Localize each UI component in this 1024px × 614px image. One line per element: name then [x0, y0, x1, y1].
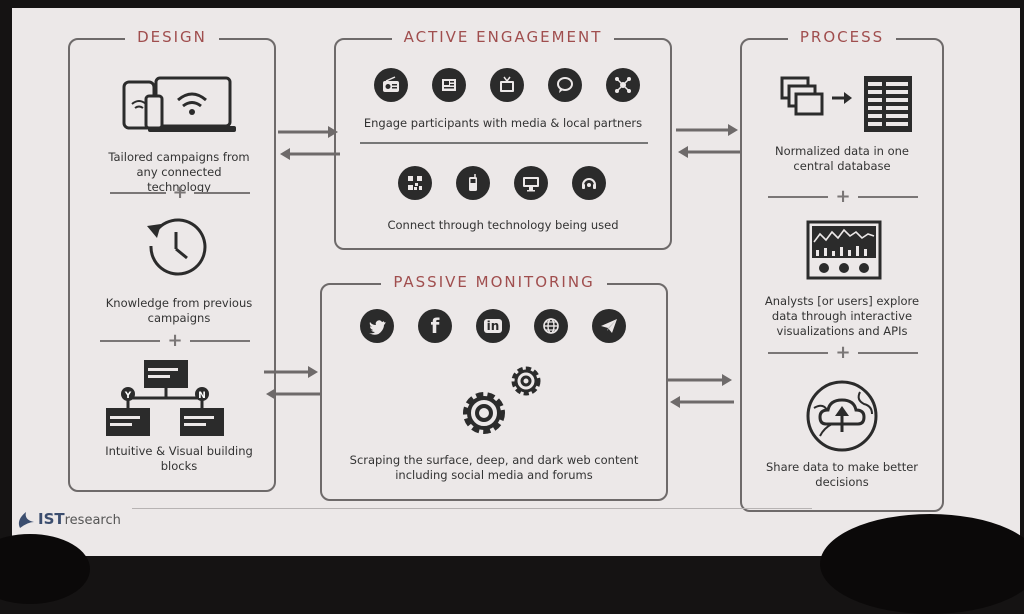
design-caption-knowledge: Knowledge from previous campaigns [105, 296, 253, 325]
twitter-icon [360, 309, 394, 343]
yes-label: Y [124, 391, 132, 401]
process-title: PROCESS [787, 28, 897, 46]
brand-logo: ISTresearch [16, 510, 121, 530]
facebook-icon: f [418, 309, 452, 343]
separator-plus: + [768, 186, 918, 207]
process-caption-share: Share data to make better decisions [765, 460, 919, 489]
building-blocks-icon: Y N [106, 360, 224, 436]
headset-icon [572, 166, 606, 200]
design-caption-blocks: Intuitive & Visual building blocks [105, 444, 253, 473]
tv-icon [490, 68, 524, 102]
qr-code-icon [398, 166, 432, 200]
process-caption-database: Normalized data in one central database [775, 144, 909, 173]
phone-icon [456, 166, 490, 200]
globe-icon [534, 309, 568, 343]
newspaper-icon [432, 68, 466, 102]
separator-plus: + [100, 330, 250, 351]
design-panel: DESIGN Tailored campaigns from any conne… [68, 28, 276, 492]
monitor-icon [514, 166, 548, 200]
audience-head-right [820, 514, 1024, 614]
network-icon [606, 68, 640, 102]
passive-monitoring-title: PASSIVE MONITORING [381, 273, 607, 291]
divider-line [360, 142, 648, 144]
linkedin-label: in [483, 319, 503, 333]
arrows-design-active [278, 126, 340, 160]
facebook-label: f [430, 314, 440, 338]
telegram-icon [592, 309, 626, 343]
separator-plus: + [768, 342, 918, 363]
connected-devices-icon [122, 76, 236, 132]
arrows-active-process [676, 124, 740, 158]
process-caption-analysts: Analysts [or users] explore data through… [764, 294, 920, 338]
cloud-upload-globe-icon [806, 380, 878, 452]
brand-suffix: research [64, 513, 121, 528]
linkedin-icon: in [476, 309, 510, 343]
brand-prefix: IST [38, 510, 65, 528]
process-panel: PROCESS Normalized data in one central d… [740, 28, 944, 512]
history-clock-icon [147, 218, 207, 276]
active-caption-connect: Connect through technology being used [387, 218, 619, 232]
arrows-design-passive [264, 366, 320, 400]
passive-monitoring-panel: PASSIVE MONITORING f in [320, 273, 668, 501]
brand-mark-icon [18, 512, 34, 528]
active-engagement-panel: ACTIVE ENGAGEMENT Engage participants wi… [334, 28, 672, 250]
gears-icon [463, 366, 541, 434]
chat-icon [548, 68, 582, 102]
active-engagement-title: ACTIVE ENGAGEMENT [391, 28, 615, 46]
arrows-passive-process [668, 374, 734, 408]
separator-plus: + [110, 182, 250, 203]
design-title: DESIGN [125, 28, 219, 46]
presentation-slide: DESIGN Tailored campaigns from any conne… [12, 8, 1020, 556]
analytics-dashboard-icon [806, 220, 882, 280]
radio-icon [374, 68, 408, 102]
footer-line [132, 508, 812, 509]
active-caption-engage: Engage participants with media & local p… [363, 116, 643, 130]
design-caption-campaigns: Tailored campaigns from any connected te… [108, 150, 250, 194]
database-normalize-icon [780, 76, 912, 132]
passive-caption: Scraping the surface, deep, and dark web… [349, 453, 639, 482]
no-label: N [198, 391, 206, 401]
